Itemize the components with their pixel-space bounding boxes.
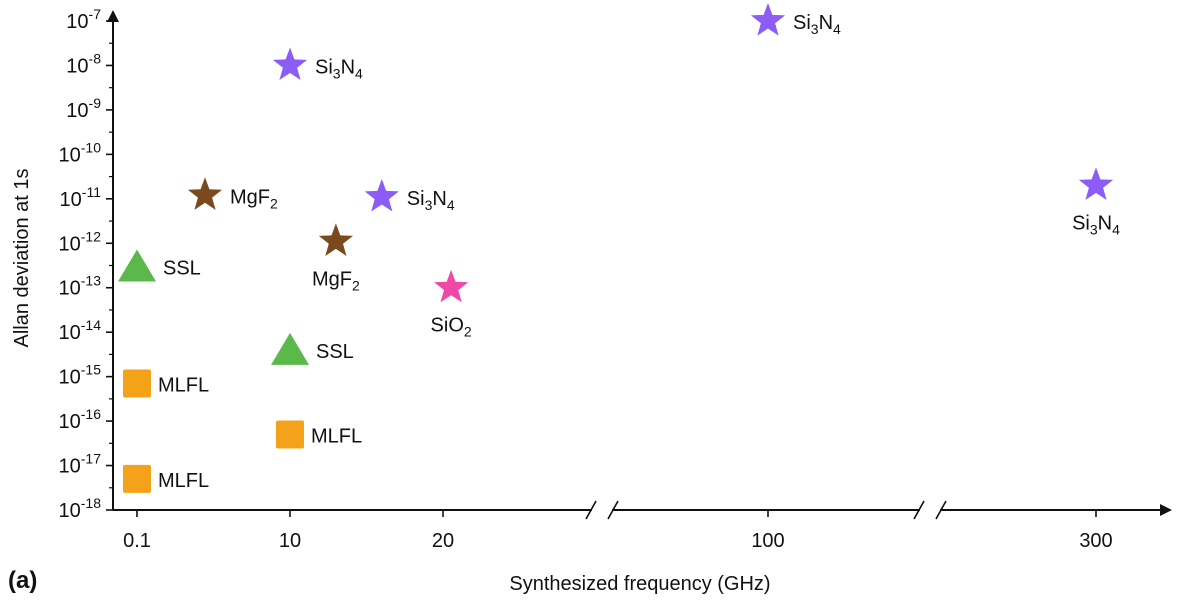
x-axis-break-mark: [585, 500, 597, 520]
data-marks-group: [118, 3, 1114, 493]
x-tick-group: 0.1 10 20 100 300: [123, 510, 1113, 552]
x-tick-label: 10: [279, 530, 301, 552]
x-axis-break-mark: [913, 500, 925, 520]
y-tick-label: 10-9: [66, 95, 101, 122]
y-tick-group: 10-7 10-8 10-9 10-10 10-11 10-12 10-13 10-14 10-…: [59, 6, 113, 522]
star-marker: [272, 47, 308, 80]
star-marker: [434, 269, 469, 303]
y-axis-title: Allan deviation at 1s: [11, 168, 33, 347]
point-label: Si3N4: [1072, 212, 1120, 237]
point-label: SSL: [163, 258, 201, 280]
triangle-marker: [118, 249, 156, 282]
y-axis-arrow: [107, 10, 119, 22]
x-axis-arrow: [1160, 504, 1172, 516]
x-axis-title: Synthesized frequency (GHz): [509, 573, 770, 595]
square-marker: [276, 420, 304, 449]
y-tick-label: 10-11: [60, 184, 102, 211]
y-tick-label: 10-7: [66, 6, 101, 33]
point-label: MLFL: [158, 470, 209, 492]
star-marker: [1078, 167, 1114, 200]
x-tick-label: 300: [1079, 530, 1112, 552]
star-marker: [750, 3, 786, 36]
x-axis-break-mark: [607, 500, 619, 520]
point-label: Si3N4: [407, 188, 455, 213]
point-label: MLFL: [158, 375, 209, 397]
point-label: Si3N4: [793, 12, 841, 37]
y-tick-label: 10-16: [59, 406, 102, 433]
square-marker: [123, 464, 151, 493]
y-tick-label: 10-14: [59, 317, 102, 344]
star-marker: [187, 177, 223, 210]
panel-label: (a): [8, 567, 37, 594]
point-label: SSL: [316, 341, 354, 363]
y-tick-label: 10-8: [66, 50, 101, 77]
star-marker: [364, 179, 399, 212]
axes-group: [107, 10, 1172, 520]
y-tick-label: 10-13: [59, 273, 102, 300]
y-tick-label: 10-17: [59, 451, 102, 478]
point-label: MgF2: [312, 268, 360, 293]
y-tick-label: 10-18: [59, 495, 102, 522]
x-tick-label: 20: [432, 530, 454, 552]
x-tick-label: 100: [751, 530, 784, 552]
y-tick-label: 10-10: [59, 139, 102, 166]
point-label: MgF2: [230, 186, 278, 211]
x-tick-label: 0.1: [123, 530, 151, 552]
point-label: Si3N4: [315, 56, 363, 81]
point-label: SiO2: [431, 315, 472, 340]
square-marker: [123, 369, 151, 398]
triangle-marker: [271, 332, 309, 365]
point-labels-group: SSLSSLMLFLMLFLMLFLMgF2MgF2Si3N4Si3N4SiO2…: [158, 12, 1120, 492]
star-marker: [318, 223, 353, 256]
y-tick-label: 10-15: [59, 362, 102, 389]
y-tick-label: 10-12: [59, 228, 102, 255]
point-label: MLFL: [311, 425, 362, 447]
x-axis-break-mark: [935, 500, 947, 520]
